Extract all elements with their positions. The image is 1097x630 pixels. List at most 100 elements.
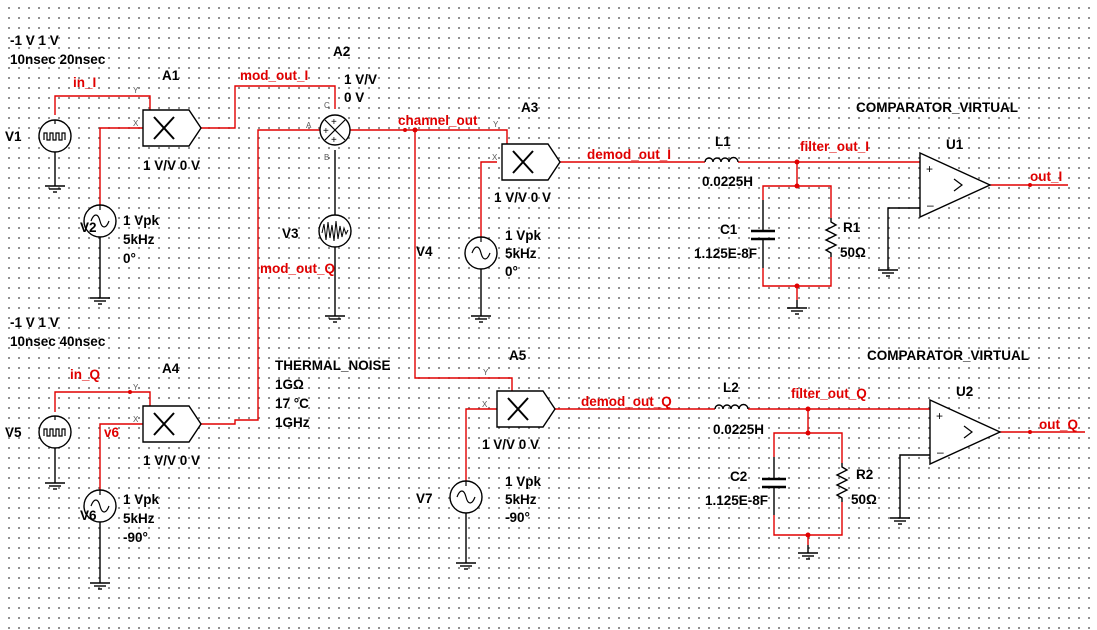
l2-value-label: 0.0225H [713,422,764,437]
v6-vpk-label: 1 Vpk [123,492,160,507]
r1-resistor[interactable] [824,218,838,257]
pin-label: Y [133,383,139,392]
net-label-channel-out: channel_out [398,113,478,128]
v7-freq-label: 5kHz [505,492,537,507]
ground-icon [455,554,477,570]
l1-inductor[interactable] [704,156,739,163]
net-label-out-q: out_Q [1039,417,1078,432]
a4-multiplier[interactable] [142,405,202,443]
a1-params-label: 1 V/V 0 V [143,158,200,173]
a2-summer[interactable]: + + + [319,114,351,146]
a1-multiplier[interactable] [142,109,202,147]
ground-icon [470,307,492,323]
v5-ref-label: V5 [5,425,22,440]
a5-multiplier[interactable] [496,390,556,428]
v3-noise-source[interactable] [318,214,352,248]
comparator-2-title: COMPARATOR_VIRTUAL [867,348,1029,363]
pin-label: Y [483,368,489,377]
r1-ref-label: R1 [843,220,861,235]
v4-ref-label: V4 [416,244,433,259]
ground-icon [89,289,111,305]
v2-freq-label: 5kHz [123,232,155,247]
thermal-temperature-label: 17 °C [275,396,309,411]
l2-inductor[interactable] [714,403,749,410]
svg-text:+: + [323,126,329,137]
v1-ref-label: V1 [5,129,22,144]
v6-ref-label: V6 [80,508,97,523]
v1-clock-source[interactable] [38,119,72,153]
v1-params-label: -1 V 1 V [10,33,59,48]
a5-params-label: 1 V/V 0 V [482,437,539,452]
net-label-mod-out-i: mod_out_I [240,68,308,83]
r2-resistor[interactable] [835,463,849,502]
svg-text:+: + [331,135,337,146]
r1-value-label: 50Ω [840,245,866,260]
v3-ref-label: V3 [282,226,299,241]
ground-icon [89,574,111,590]
l1-ref-label: L1 [715,134,731,149]
ground-icon [786,299,808,315]
u2-comparator[interactable] [929,399,1001,465]
comparator-1-title: COMPARATOR_VIRTUAL [856,100,1018,115]
net-label-mod-out-q: mod_out_Q [260,261,335,276]
c2-capacitor[interactable] [762,457,786,515]
v4-freq-label: 5kHz [505,246,537,261]
ground-icon [877,261,899,277]
v6-phase-label: -90° [123,530,148,545]
pin-label: Y [133,86,139,95]
r2-ref-label: R2 [856,467,873,482]
svg-text:+: + [331,117,337,128]
thermal-noise-title: THERMAL_NOISE [275,358,391,373]
v5-params-label: -1 V 1 V [10,315,59,330]
net-label-in-i: in_I [73,75,96,90]
v2-ref-label: V2 [80,220,97,235]
v2-phase-label: 0° [123,251,136,266]
net-label-demod-out-i: demod_out_I [587,147,671,162]
a4-ref-label: A4 [162,361,180,376]
wires [54,85,1085,545]
u1-ref-label: U1 [946,137,964,152]
net-label-out-i: out_I [1030,169,1062,184]
a5-ref-label: A5 [509,348,527,363]
component-leads [54,150,935,575]
thermal-bandwidth-label: 1GHz [275,415,310,430]
a3-multiplier[interactable] [501,143,561,181]
v7-ref-label: V7 [416,491,433,506]
v4-vpk-label: 1 Vpk [505,228,542,243]
ground-icon [44,177,66,193]
pin-label: X [133,119,139,128]
ground-icon [44,474,66,490]
ground-icon [324,307,346,323]
v7-vpk-label: 1 Vpk [505,474,542,489]
v5-clock-source[interactable] [38,415,72,449]
pin-label: Y [493,120,499,129]
l1-value-label: 0.0225H [702,174,753,189]
v4-phase-label: 0° [505,264,518,279]
pin-label: C [324,101,330,110]
net-label-filter-out-i: filter_out_I [800,139,869,154]
a1-ref-label: A1 [162,68,180,83]
c1-value-label: 1.125E-8F [694,246,757,261]
v5-timing-label: 10nsec 40nsec [10,334,106,349]
a3-ref-label: A3 [521,100,539,115]
c1-capacitor[interactable] [751,200,775,268]
ground-icon [797,544,819,560]
v7-sine-source[interactable] [449,480,483,514]
v4-sine-source[interactable] [464,236,498,270]
c2-value-label: 1.125E-8F [705,493,768,508]
pin-label: A [306,121,312,130]
u1-comparator[interactable] [919,152,991,218]
net-label-in-q: in_Q [70,367,100,382]
a3-params-label: 1 V/V 0 V [494,190,551,205]
v2-vpk-label: 1 Vpk [123,213,160,228]
net-label-demod-out-q: demod_out_Q [581,394,672,409]
pin-label: X [482,400,488,409]
thermal-resistance-label: 1GΩ [275,377,304,392]
pin-label: X [133,415,139,424]
pin-label: B [324,153,329,162]
a4-params-label: 1 V/V 0 V [143,453,200,468]
l2-ref-label: L2 [723,380,739,395]
a2-gain-label: 1 V/V [344,72,377,87]
